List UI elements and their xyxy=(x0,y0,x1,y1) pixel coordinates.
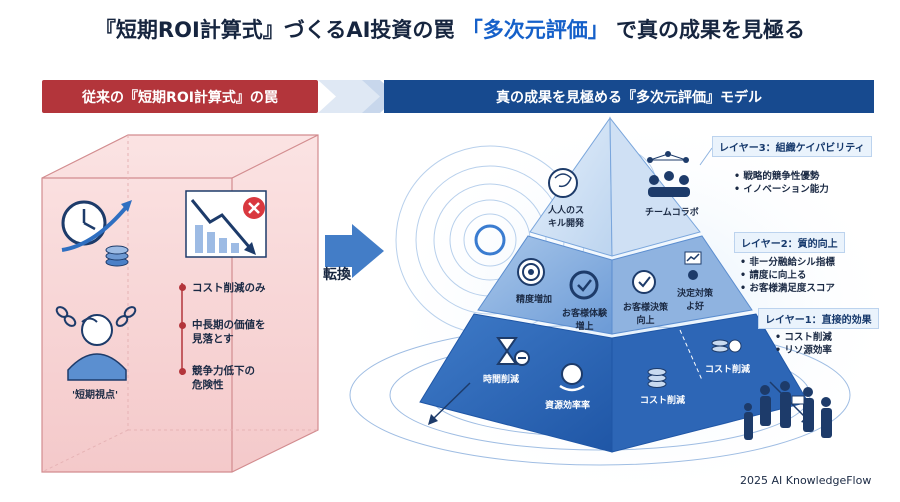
layer-1-bullet-1: コスト削減 xyxy=(775,331,832,344)
footer-credit: 2025 AI KnowledgeFlow xyxy=(740,474,872,487)
pyramid-label-team: チームコラボ xyxy=(645,208,699,218)
list-bullet-2 xyxy=(179,322,186,329)
convert-label: 転換 xyxy=(323,267,351,283)
page-title: 『短期ROI計算式』づくるAI投資の罠 「多次元評価」 で真の成果を見極る xyxy=(0,14,900,44)
pyramid-label-cost-1: コスト削減 xyxy=(640,396,686,406)
customer-check-icon xyxy=(632,270,656,294)
pyramid-label-skills: 人人のス キル開発 xyxy=(548,206,585,229)
layer-2-bullet-1: 非ー分融給シル指標 xyxy=(740,256,835,269)
decision-chart-icon xyxy=(684,251,702,280)
layer-3-bullet-2: イノベーション能力 xyxy=(734,183,828,196)
chained-person-icon xyxy=(55,306,137,381)
layer-3-bullet-1: 戦略的競争性優勢 xyxy=(734,170,829,183)
declining-chart-icon xyxy=(185,190,267,258)
layer-2-title: レイヤー2：質的向上 xyxy=(734,232,845,253)
pyramid-label-cost-2: コスト削減 xyxy=(705,365,751,375)
layer-3-bullets: 戦略的競争性優勢 イノベーション能力 xyxy=(734,170,829,196)
layer-2-bullets: 非ー分融給シル指標 請度に向上る お客様満足度スコア xyxy=(740,256,835,295)
layer-3-title: レイヤー3：組織ケイパビリティ xyxy=(712,136,872,157)
list-bullet-1 xyxy=(179,284,186,291)
brain-icon xyxy=(548,168,578,198)
layer-2-bullet-2: 請度に向上る xyxy=(740,269,835,282)
title-part-1: 『短期ROI計算式』づくるAI投資の罠 xyxy=(94,18,455,42)
trap-item-2: 中長期の価値を 見落とす xyxy=(192,319,266,345)
title-part-3: で真の成果を見極る xyxy=(616,18,806,42)
cycle-check-icon xyxy=(569,270,599,300)
trap-item-1: コスト削減のみ xyxy=(192,282,266,294)
title-part-2: 「多次元評価」 xyxy=(461,18,609,42)
pyramid-label-customer-decision: お客様決策 向上 xyxy=(623,303,669,326)
short-term-view-label: '短期視点' xyxy=(72,390,119,401)
pyramid-label-time: 時間削減 xyxy=(483,375,520,385)
coins-icon xyxy=(647,339,742,388)
banner-left: 従来の『短期ROI計算式』の罠 xyxy=(42,80,318,113)
layer-1-title: レイヤー1：直接的効果 xyxy=(758,308,879,329)
convert-arrow-icon xyxy=(325,224,384,278)
trap-box xyxy=(41,134,319,473)
layer-1-bullets: コスト削減 リソ源効率 xyxy=(775,331,832,357)
pyramid-label-cx: お客様体験 増上 xyxy=(562,309,608,332)
pyramid-label-accuracy: 精度増加 xyxy=(516,295,553,305)
team-collab-icon xyxy=(647,151,690,197)
pyramid-label-resource: 資源効率率 xyxy=(545,401,591,411)
layer-1-bullet-2: リソ源効率 xyxy=(775,344,832,357)
trap-item-3: 競争力低下の 危険性 xyxy=(192,365,255,391)
banner-right: 真の成果を見極める『多次元評価』モデル xyxy=(384,80,874,113)
pyramid-label-decision: 決定対策 よ好 xyxy=(677,289,714,312)
target-icon xyxy=(517,258,545,286)
business-people-icon xyxy=(744,381,832,440)
list-bullet-3 xyxy=(179,368,186,375)
layer-2-bullet-3: お客様満足度スコア xyxy=(740,282,835,295)
resource-efficiency-icon xyxy=(559,363,585,392)
clock-icon xyxy=(61,200,132,267)
hourglass-icon xyxy=(496,337,530,366)
